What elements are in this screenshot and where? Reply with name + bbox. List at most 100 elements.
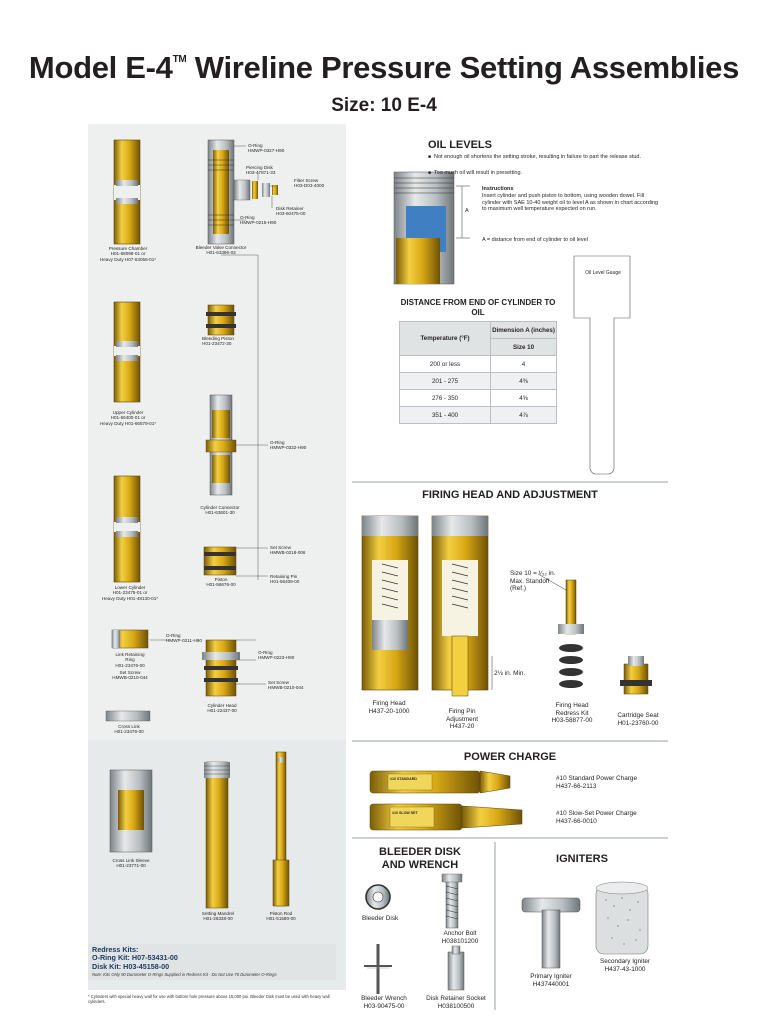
setting-mandrel-drawing	[204, 761, 230, 909]
oil-level-gauge-drawing	[573, 255, 631, 475]
bleeder-disk-label: Bleeder Disk	[362, 915, 399, 922]
instructions-heading: Instructions	[482, 186, 514, 192]
firing-pin-adjustment-label: Firing Pin Adjustment H437-20	[446, 708, 478, 731]
oring-label: O-Ring HMWP-0211-H90	[166, 633, 202, 644]
igniters-heading: IGNITERS	[556, 853, 608, 865]
piston-drawing	[203, 546, 237, 576]
power-charge-heading: POWER CHARGE	[463, 751, 557, 763]
dimension-cell: 4⅜	[490, 372, 557, 390]
cross-link-sleeve-drawing	[109, 769, 153, 853]
firing-pin-adjustment-drawing	[431, 515, 493, 697]
set-screw-label: Set Screw HMWB-0210-044	[112, 670, 148, 681]
oring-label: O-Ring HMWP-0327-H90	[248, 143, 285, 154]
temperature-cell: 276 - 350	[398, 389, 492, 407]
trademark-mark: TM	[172, 54, 187, 65]
bleeder-disk-drawing	[365, 884, 391, 910]
redress-kits-box: Redress Kits: O-Ring Kit: H07-53431-00 D…	[92, 945, 178, 971]
piercing-disk-label: Piercing Disk H03-47871-33	[246, 165, 276, 176]
link-retaining-ring-label: Link Retaining Ring H01-23476-00	[115, 652, 145, 668]
firing-head-redress-kit-label: Firing Head Redress Kit H03-58877-00	[551, 702, 593, 725]
lower-cylinder-drawing	[113, 475, 141, 583]
dimension-a-marker: A	[465, 208, 469, 214]
temperature-cell: 200 or less	[398, 355, 492, 373]
piston-rod-drawing	[272, 751, 290, 907]
instructions-text: Insert cylinder and push piston to botto…	[482, 193, 659, 212]
anchor-bolt-label: Anchor Bolt H038101200	[441, 930, 479, 945]
distance-table: Temperature (°F) Dimension A (inches) Si…	[398, 321, 557, 424]
bleeder-wrench-label: Bleeder Wrench H03-90475-00	[361, 995, 407, 1010]
disk-kit-line: Disk Kit: H03-45158-00	[92, 961, 170, 971]
firing-head-heading: FIRING HEAD AND ADJUSTMENT	[422, 489, 598, 501]
oil-levels-bullet-2: Too much oil will result in presetting.	[428, 170, 658, 177]
anchor-bolt-drawing	[441, 873, 463, 929]
page-title: Model E-4TM Wireline Pressure Setting As…	[0, 50, 768, 86]
redress-kits-title: Redress Kits:	[92, 945, 139, 954]
size-header: Size 10	[490, 338, 557, 356]
oil-levels-bullet-1: Not enough oil shortens the setting stro…	[428, 154, 658, 161]
cartridge-seat-label: Cartridge Seat H01-23760-00	[617, 712, 659, 727]
filter-screw-label: Filter Screw H03-D03-4000	[294, 178, 325, 189]
dimension-cell: 4	[490, 355, 557, 373]
upper-cylinder-label: Upper Cylinder H01-66400-01 or Heavy Dut…	[99, 410, 157, 426]
piston-label: Piston H01-56676-00	[206, 577, 236, 588]
dimension-header: Dimension A (inches)	[490, 321, 557, 339]
secondary-igniter-drawing	[595, 881, 649, 955]
bleeder-disk-heading: BLEEDER DISK AND WRENCH	[379, 846, 461, 871]
setting-mandrel-label: Setting Mandrel H01-26338-00	[201, 911, 235, 922]
upper-cylinder-drawing	[113, 301, 141, 403]
dimension-cell: 4⅝	[490, 389, 557, 407]
cross-link-sleeve-label: Cross Link Sleeve H01-23771-00	[112, 858, 150, 869]
oring-label: O-Ring HMWP-0223-H90	[258, 650, 295, 661]
secondary-igniter-label: Secondary Igniter H437-43-1000	[599, 958, 651, 973]
cartridge-seat-drawing	[620, 656, 652, 695]
cylinder-head-label: Cylinder Head H01-22437-00	[207, 703, 237, 714]
retaining-pin-label: Retaining Pin H01-56409-00	[270, 574, 300, 585]
oring-kit-line: O-Ring Kit: H07-53431-00	[92, 953, 178, 963]
piston-rod-label: Piston Rod H01-51580-00	[266, 911, 296, 922]
slow-set-power-charge-label: #10 Slow-Set Power Charge H437-66-0010	[556, 810, 637, 825]
bleeding-piston-label: Bleeding Piston H01-23472-30	[202, 336, 234, 347]
oil-level-cylinder-drawing	[393, 171, 470, 285]
oring-label: O-Ring HMWP-0215-H90	[240, 215, 277, 226]
cylinder-head-drawing	[202, 639, 240, 697]
set-screw-label: Set Screw HMWB-0210-044	[268, 680, 304, 691]
temperature-cell: 201 - 275	[398, 372, 492, 390]
pressure-chamber-label: Pressure Chamber H01-68098-01 or Heavy D…	[99, 246, 157, 262]
distance-table-heading: DISTANCE FROM END OF CYLINDER TO OIL	[400, 298, 556, 317]
redress-kits-note: Note: Kits Only 90 Durometer O-Rings Sup…	[92, 972, 277, 977]
title-rest: Wireline Pressure Setting Assemblies	[194, 50, 740, 85]
dimension-cell: 4⅞	[490, 406, 557, 424]
disk-retainer-label: Disk Retainer H03-60475-00	[276, 206, 306, 217]
minimum-note: 2⅛ in. Min.	[494, 670, 526, 677]
oil-levels-heading: OIL LEVELS	[428, 139, 492, 151]
bullet-text: Not enough oil shortens the setting stro…	[434, 154, 642, 160]
cylinder-connector-drawing	[205, 394, 237, 496]
standard-power-charge-drawing	[369, 770, 511, 794]
table-header-row: Temperature (°F) Dimension A (inches)	[398, 321, 557, 356]
bullet-text: Too much oil will result in presetting.	[434, 170, 523, 176]
bleeder-wrench-drawing	[364, 944, 392, 994]
cylinder-connector-label: Cylinder Connector H01-63601-30	[200, 505, 240, 516]
heavy-duty-footnote: * Cylinders with special heavy wall for …	[88, 994, 330, 1004]
firing-head-label: Firing Head H437-20-1000	[368, 700, 410, 715]
title-main: Model E-4	[28, 50, 173, 85]
disk-retainer-socket-label: Disk Retainer Socket H038100500	[426, 995, 486, 1010]
lower-cylinder-label: Lower Cylinder H01-23475-01 or Heavy Dut…	[101, 585, 159, 601]
primary-igniter-label: Primary Igniter H437440001	[530, 973, 572, 988]
dimension-a-definition: A = distance from end of cylinder to oil…	[482, 237, 588, 243]
slow-charge-label-text: #10 SLOW SET	[392, 811, 418, 815]
page-subtitle: Size: 10 E-4	[331, 95, 437, 116]
oring-label: O-Ring HMWP-0332-H90	[270, 440, 307, 451]
standoff-note: Size 10 = ¹⁄₃₂ in. Max. Standoff (Ref.)	[510, 570, 556, 593]
disk-retainer-socket-drawing	[447, 945, 465, 991]
temperature-cell: 351 - 400	[398, 406, 492, 424]
standard-charge-label-text: #10 STANDARD	[390, 777, 417, 781]
slow-set-power-charge-drawing	[369, 803, 523, 831]
oil-gauge-label: Oil Level Gauge	[585, 270, 621, 276]
set-screw-label: Set Screw HMWB-0218-006	[270, 545, 306, 556]
